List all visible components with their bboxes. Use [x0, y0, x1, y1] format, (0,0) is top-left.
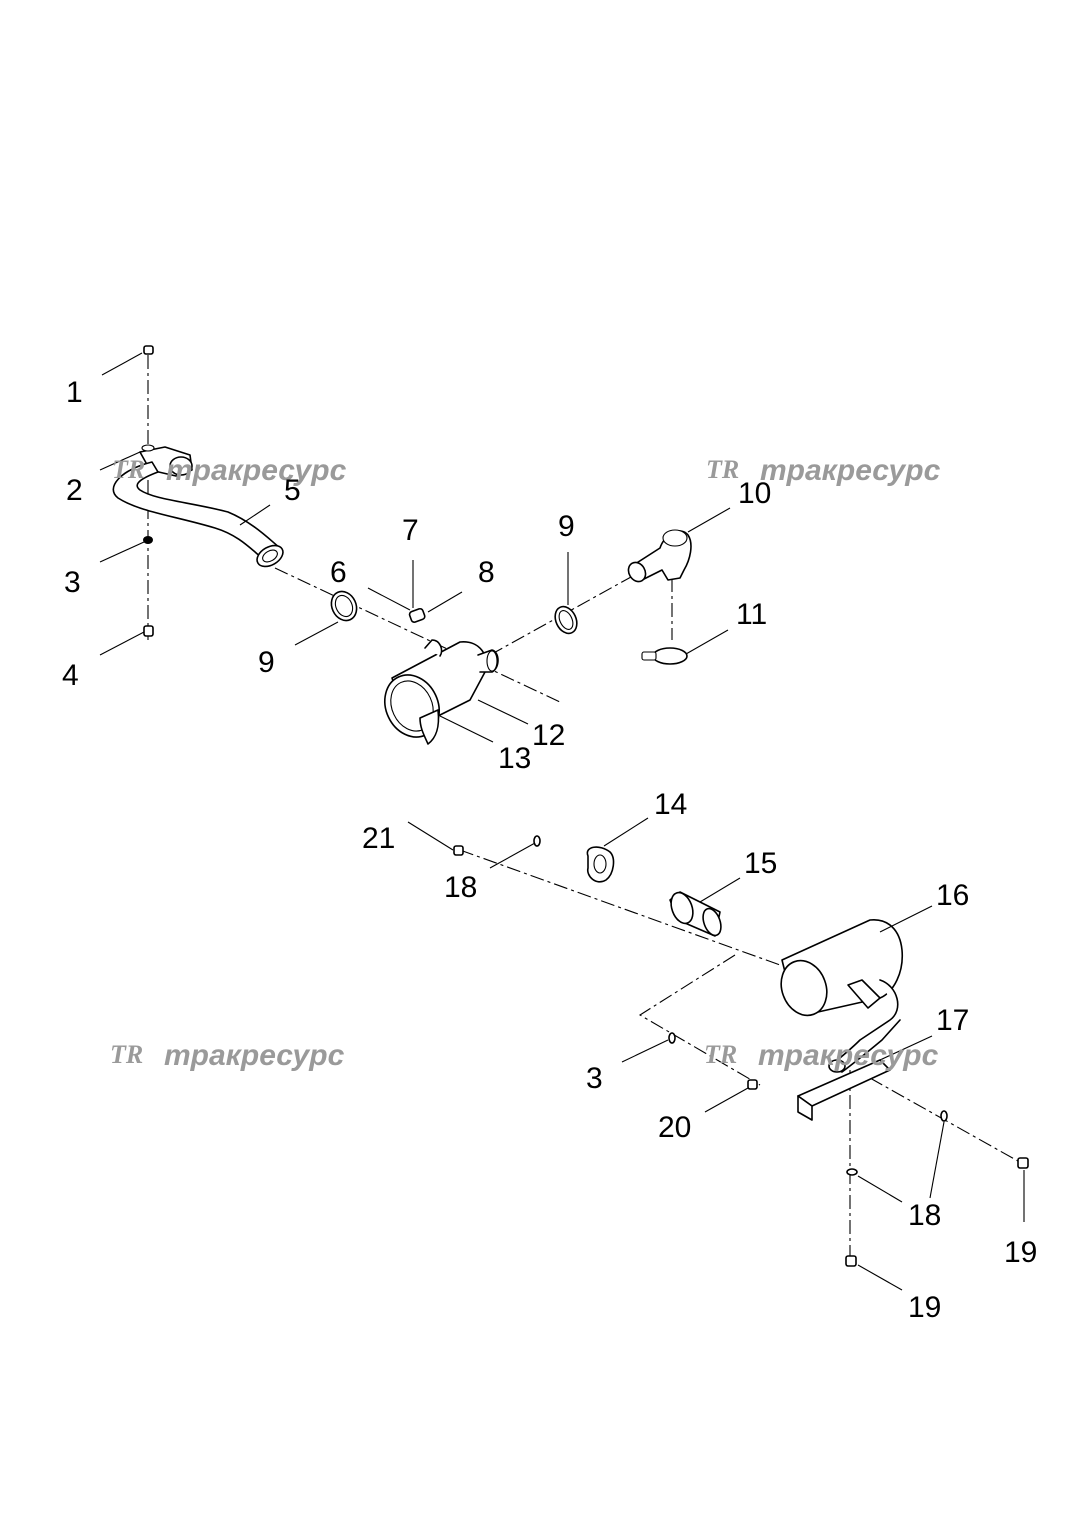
part-9-clamp-left	[330, 590, 358, 622]
callout-5: 5	[284, 474, 301, 507]
svg-text:TR: TR	[110, 1040, 143, 1069]
callout-16: 16	[936, 879, 969, 912]
part-20-bolt	[747, 1079, 758, 1090]
callout-19-bottom: 19	[908, 1291, 941, 1324]
part-18-washer-upper	[533, 835, 541, 847]
part-13-cap	[419, 709, 440, 745]
callout-11: 11	[736, 598, 767, 631]
part-5-exhaust-pipe	[112, 444, 284, 568]
callout-17: 17	[936, 1004, 969, 1037]
callout-21: 21	[362, 822, 395, 855]
callout-7: 7	[402, 514, 419, 547]
callout-20: 20	[658, 1111, 691, 1144]
part-19-bolt-right	[1017, 1157, 1029, 1169]
callout-15: 15	[744, 847, 777, 880]
svg-text:тракресурс: тракресурс	[758, 1039, 939, 1072]
watermark-bottom-right: TR тракресурс	[704, 1039, 939, 1072]
callout-8: 8	[478, 556, 495, 589]
svg-text:тракресурс: тракресурс	[164, 1039, 345, 1072]
part-1-bolt	[143, 345, 154, 355]
part-14-gasket	[586, 846, 615, 883]
svg-text:TR: TR	[704, 1040, 737, 1069]
callout-3-lower: 3	[586, 1062, 603, 1095]
watermark-bottom-left: TR тракресурс	[110, 1039, 345, 1072]
part-18-washer-right	[940, 1110, 948, 1122]
callout-18-right: 18	[908, 1199, 941, 1232]
callout-10: 10	[738, 477, 771, 510]
part-21-bolt	[453, 845, 464, 856]
callout-12: 12	[532, 719, 565, 752]
part-8-fitting	[408, 607, 426, 623]
leader-lines	[99, 352, 1025, 1291]
callout-6: 6	[330, 556, 347, 589]
part-16-muffler	[780, 919, 904, 1073]
part-18-washer-bottom	[846, 1168, 858, 1176]
part-3-washer-lower	[668, 1032, 676, 1044]
callout-14: 14	[654, 788, 687, 821]
part-10-elbow	[627, 529, 692, 583]
callout-4: 4	[62, 659, 79, 692]
part-17-bracket	[797, 1059, 891, 1121]
part-9-clamp-right	[554, 605, 578, 635]
svg-text:тракресурс: тракресурс	[760, 454, 941, 487]
svg-text:TR: TR	[706, 455, 739, 484]
part-19-bolt-bottom	[845, 1255, 857, 1267]
callout-13: 13	[498, 742, 531, 775]
part-3-washer	[143, 536, 153, 544]
svg-text:TR: TR	[112, 455, 145, 484]
watermark-top-left: TR тракресурс	[112, 454, 347, 487]
callout-18-left: 18	[444, 871, 477, 904]
callout-9-left: 9	[258, 646, 275, 679]
assembly-axis-lines	[147, 355, 1026, 1262]
callout-2: 2	[66, 474, 83, 507]
callout-1: 1	[66, 376, 83, 409]
callout-19-right: 19	[1004, 1236, 1037, 1269]
callout-3-upper: 3	[64, 566, 81, 599]
watermark-top-right: TR тракресурс	[706, 454, 941, 487]
part-11-clamp	[641, 647, 688, 665]
part-15-flange-pipe	[669, 891, 722, 937]
callout-labels: 1 2 3 4 5 6 7 8 9 9 10 11 12 13 14 15 16…	[62, 376, 1037, 1324]
callout-9-right: 9	[558, 510, 575, 543]
svg-text:тракресурс: тракресурс	[166, 454, 347, 487]
part-4-bolt	[143, 625, 154, 637]
